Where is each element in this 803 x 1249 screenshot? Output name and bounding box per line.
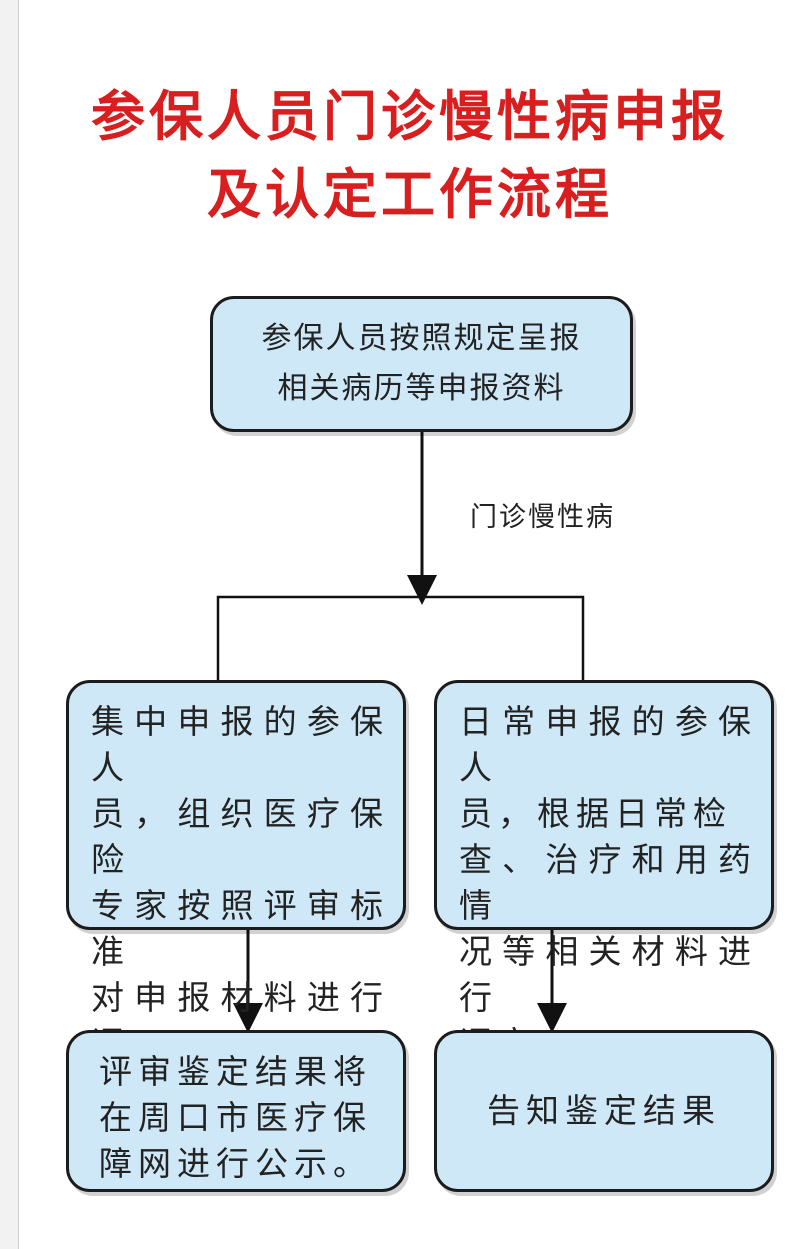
publicize-result-line-2: 在周口市医疗保 bbox=[99, 1098, 372, 1137]
step-publicize-result: 评审鉴定结果将 在周口市医疗保 障网进行公示。 bbox=[66, 1030, 406, 1192]
concentrated-review-line-2: 员，组织医疗保险 bbox=[91, 794, 389, 879]
branch-split-line bbox=[216, 595, 585, 680]
publicize-result-line-1: 评审鉴定结果将 bbox=[99, 1052, 372, 1091]
concentrated-review-line-3: 专家按照评审标准 bbox=[91, 886, 389, 971]
flowchart-title-line-1: 参保人员门诊慢性病申报 bbox=[91, 85, 729, 148]
concentrated-review-line-1: 集中申报的参保人 bbox=[91, 702, 389, 787]
publicize-result-line-3: 障网进行公示。 bbox=[99, 1144, 372, 1183]
step-notify-result: 告知鉴定结果 bbox=[434, 1030, 774, 1192]
page-left-border bbox=[0, 0, 19, 1249]
step-submit-line-2: 相关病历等申报资料 bbox=[277, 371, 566, 406]
daily-review-line-3: 查、治疗和用药情 bbox=[459, 840, 757, 925]
step-submit-line-1: 参保人员按照规定呈报 bbox=[261, 321, 582, 356]
daily-review-line-4: 况等相关材料进行 bbox=[459, 932, 757, 1017]
step-daily-review: 日常申报的参保人 员，根据日常检 查、治疗和用药情 况等相关材料进行 评审 bbox=[434, 680, 774, 1063]
flowchart-title-line-2: 及认定工作流程 bbox=[207, 163, 613, 226]
notify-result-text: 告知鉴定结果 bbox=[487, 1091, 721, 1130]
branch-label: 门诊慢性病 bbox=[470, 502, 615, 533]
step-concentrated-review: 集中申报的参保人 员，组织医疗保险 专家按照评审标准 对申报材料进行评 审 bbox=[66, 680, 406, 1109]
step-submit-materials: 参保人员按照规定呈报 相关病历等申报资料 bbox=[210, 296, 633, 432]
daily-review-line-1: 日常申报的参保人 bbox=[459, 702, 757, 787]
daily-review-line-2: 员，根据日常检 bbox=[459, 794, 732, 833]
